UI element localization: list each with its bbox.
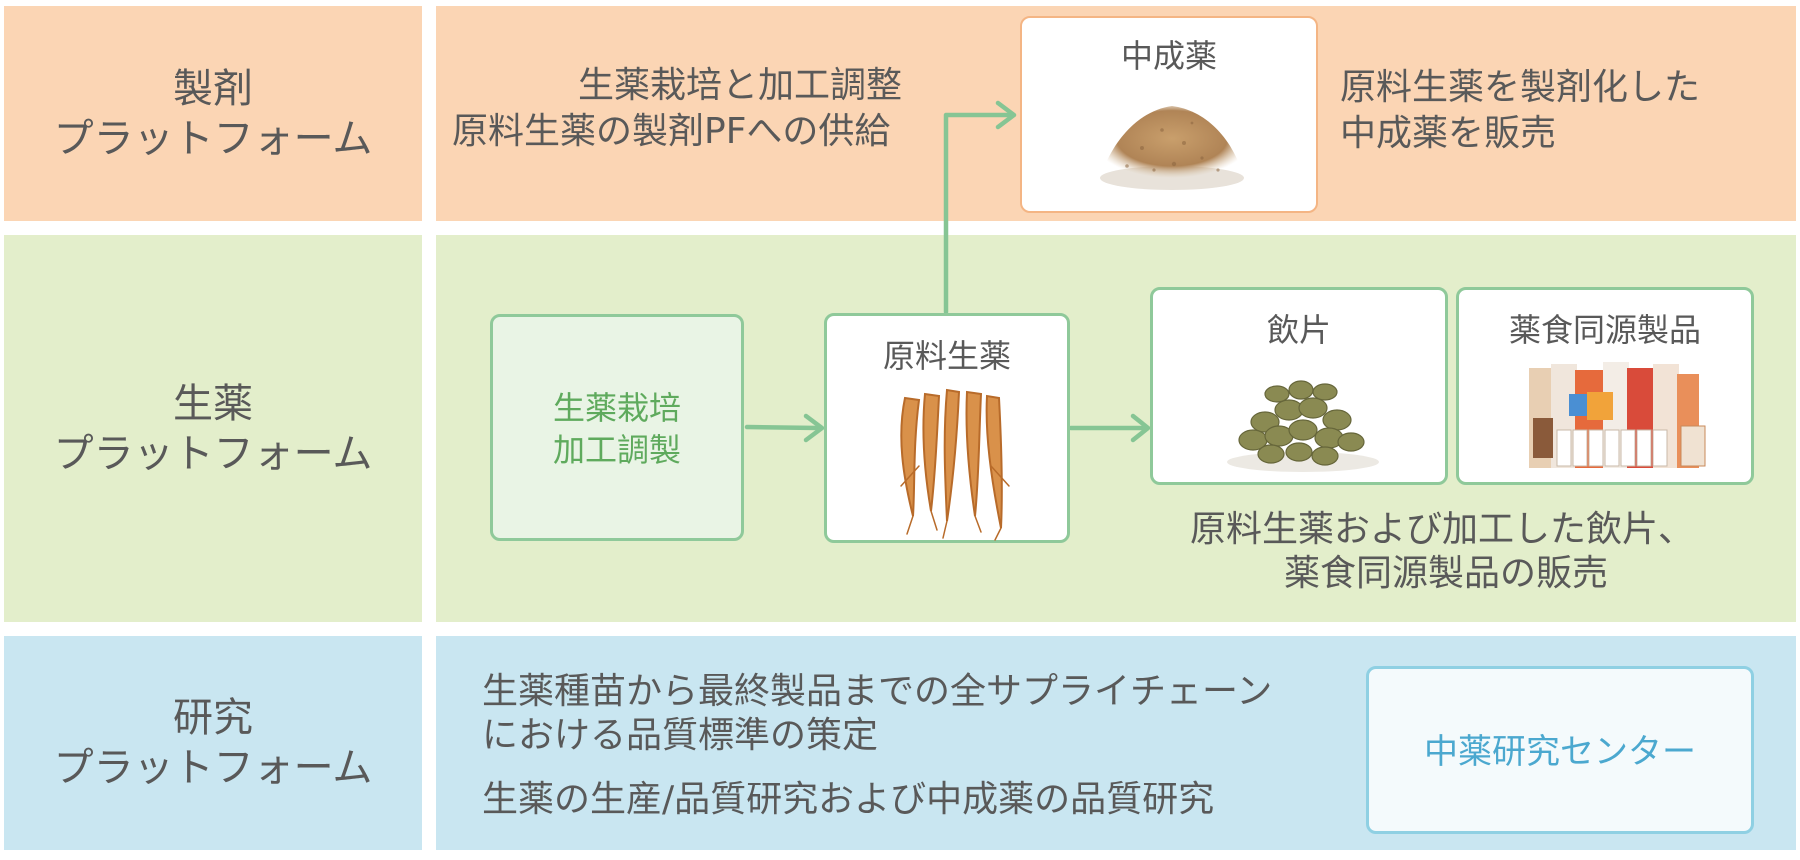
research-label-line2: プラットフォーム bbox=[53, 745, 373, 791]
herbal-label-line2: プラットフォーム bbox=[53, 430, 373, 477]
cultivation-processing-card[interactable]: 生薬栽培 加工調製 bbox=[490, 314, 744, 541]
formulation-label-band bbox=[4, 6, 422, 221]
formulation-label-line1: 製剤 bbox=[173, 65, 253, 112]
formulation-desc-line2: 原料生薬の製剤PFへの供給 bbox=[452, 111, 891, 152]
raw-herb-card-title: 原料生薬 bbox=[882, 337, 1011, 375]
research-desc-line3: 生薬の生産/品質研究および中成薬の品質研究 bbox=[482, 779, 1215, 820]
cultivation-line1: 生薬栽培 bbox=[552, 389, 681, 427]
ginseng-roots-image bbox=[900, 388, 1010, 541]
formulation-label-line2: プラットフォーム bbox=[53, 115, 373, 162]
cultivation-line2: 加工調製 bbox=[552, 431, 681, 469]
formulation-sales-line1: 原料生薬を製剤化した bbox=[1340, 67, 1701, 108]
herbal-sales-line1: 原料生薬および加工した飲片、 bbox=[1190, 509, 1695, 550]
formulation-desc-line1: 生薬栽培と加工調整 bbox=[578, 65, 903, 106]
tcm-research-center-card[interactable]: 中薬研究センター bbox=[1366, 666, 1754, 834]
tcm-research-center-label: 中薬研究センター bbox=[1424, 732, 1696, 772]
research-platform-label: 研究 プラットフォーム bbox=[4, 636, 422, 850]
research-label-band bbox=[4, 636, 422, 850]
herbal-sales-line2: 薬食同源製品の販売 bbox=[1284, 553, 1609, 594]
formulation-platform-label: 製剤 プラットフォーム bbox=[4, 6, 422, 221]
cultivation-card-text: 生薬栽培 加工調製 bbox=[493, 387, 741, 471]
powder-pile-image bbox=[1100, 106, 1244, 190]
patent-medicine-card: 中成薬 bbox=[1020, 16, 1318, 213]
research-desc-line2: における品質標準の策定 bbox=[482, 715, 879, 756]
raw-herb-card: 原料生薬 bbox=[824, 313, 1070, 543]
food-medicine-products-card: 薬食同源製品 bbox=[1456, 287, 1754, 485]
herbal-label-band bbox=[4, 235, 422, 622]
research-label-line1: 研究 bbox=[173, 695, 253, 741]
herbal-label-line1: 生薬 bbox=[173, 380, 253, 427]
formulation-sales-line2: 中成薬を販売 bbox=[1340, 113, 1557, 154]
product-packages-image bbox=[1529, 362, 1706, 468]
decoction-pieces-card: 飲片 bbox=[1150, 287, 1448, 485]
herb-slices-image bbox=[1227, 380, 1379, 472]
research-desc-line1: 生薬種苗から最終製品までの全サプライチェーン bbox=[482, 671, 1273, 712]
herbal-platform-label: 生薬 プラットフォーム bbox=[4, 235, 422, 622]
food-medicine-products-card-title: 薬食同源製品 bbox=[1508, 311, 1701, 349]
decoction-pieces-card-title: 飲片 bbox=[1266, 311, 1331, 349]
patent-medicine-card-title: 中成薬 bbox=[1120, 37, 1217, 75]
